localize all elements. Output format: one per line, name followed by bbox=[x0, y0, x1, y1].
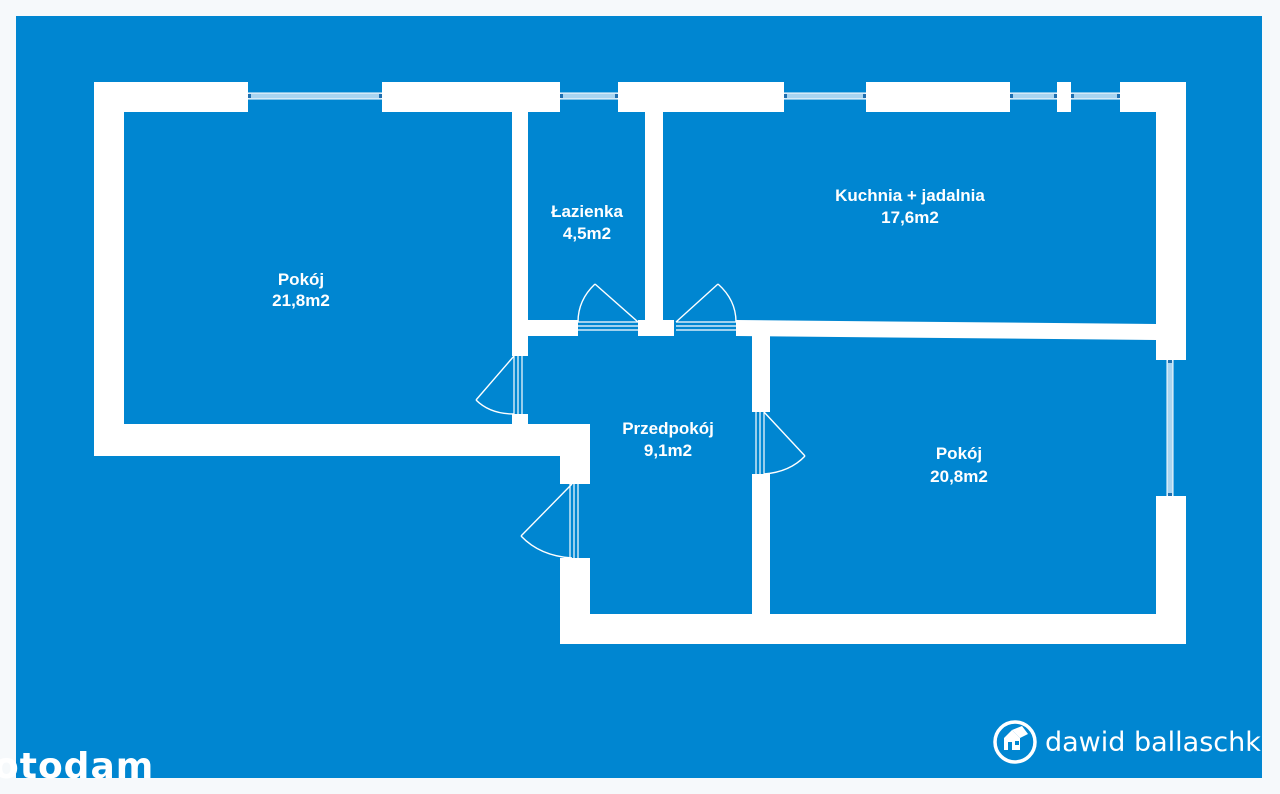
door-left-room bbox=[475, 355, 523, 415]
room-area: 9,1m2 bbox=[644, 441, 692, 460]
room-area: 17,6m2 bbox=[881, 208, 939, 227]
room-area: 20,8m2 bbox=[930, 467, 988, 486]
house-circle-icon bbox=[993, 720, 1037, 764]
room-name: Pokój bbox=[936, 444, 982, 463]
window bbox=[783, 92, 867, 100]
wall-bottom bbox=[560, 614, 1186, 644]
doors bbox=[475, 283, 806, 559]
wall-int-b bbox=[645, 112, 663, 336]
walls bbox=[94, 82, 1186, 644]
room-area: 4,5m2 bbox=[563, 224, 611, 243]
wall-int-a2 bbox=[512, 414, 528, 434]
room-name: Przedpokój bbox=[622, 419, 714, 438]
windows bbox=[247, 92, 1174, 497]
room-name: Kuchnia + jadalnia bbox=[835, 186, 985, 205]
door-bathroom bbox=[577, 283, 639, 331]
agent-brand: dawid ballaschk bbox=[993, 720, 1261, 764]
plan-background bbox=[16, 16, 1262, 778]
wall-left-bottom bbox=[94, 424, 590, 456]
room-name: Łazienka bbox=[551, 202, 623, 221]
room-area: 21,8m2 bbox=[272, 291, 330, 310]
floor-plan: Pokój 21,8m2 Łazienka 4,5m2 Kuchnia + ja… bbox=[16, 16, 1262, 778]
wall-step-upper bbox=[560, 424, 590, 484]
wall-left bbox=[94, 82, 124, 456]
wall-int-c bbox=[512, 320, 578, 336]
room-labels: Pokój 21,8m2 Łazienka 4,5m2 Kuchnia + ja… bbox=[272, 186, 988, 486]
door-right-room bbox=[755, 411, 806, 475]
wall-int-d bbox=[736, 320, 1156, 340]
wall-top-3 bbox=[618, 82, 784, 112]
door-entrance bbox=[520, 483, 579, 559]
watermark-text: otodam bbox=[0, 746, 154, 787]
window bbox=[1009, 92, 1058, 100]
wall-int-a bbox=[512, 112, 528, 356]
wall-top-5 bbox=[1057, 82, 1071, 112]
window bbox=[1070, 92, 1121, 100]
wall-top-2 bbox=[382, 82, 560, 112]
wall-int-c2 bbox=[638, 320, 674, 336]
wall-top-4 bbox=[866, 82, 1010, 112]
wall-right-upper bbox=[1156, 82, 1186, 360]
window bbox=[247, 92, 383, 100]
wall-right-lower bbox=[1156, 496, 1186, 644]
wall-int-e bbox=[752, 336, 770, 412]
watermark: otodam bbox=[0, 746, 154, 787]
wall-int-e2 bbox=[752, 474, 770, 624]
window bbox=[1166, 359, 1174, 497]
door-kitchen bbox=[675, 283, 737, 331]
window bbox=[559, 92, 619, 100]
room-name: Pokój bbox=[278, 270, 324, 289]
agent-name: dawid ballaschk bbox=[1045, 727, 1261, 758]
